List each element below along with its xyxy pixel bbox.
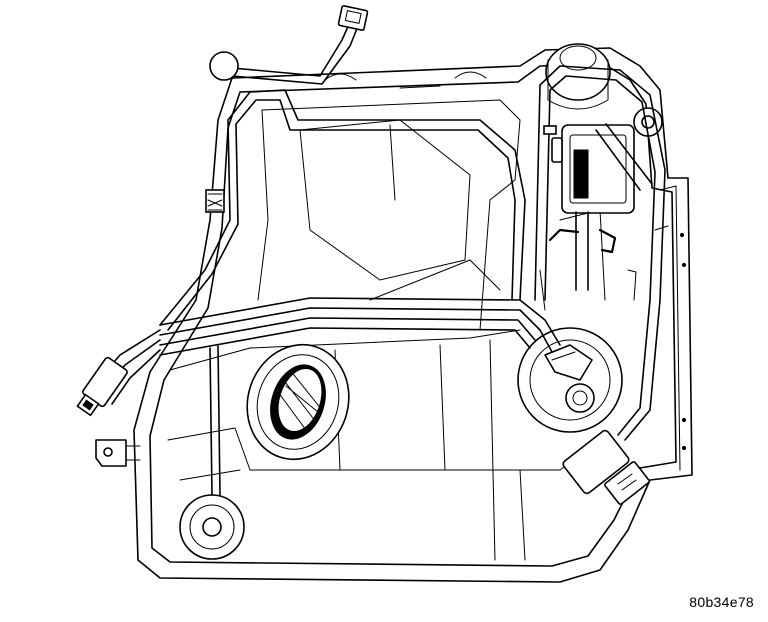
label-plate xyxy=(205,189,225,213)
drain-grommet xyxy=(179,494,245,560)
pump-connector xyxy=(562,429,650,505)
evap-canister xyxy=(548,107,663,291)
filler-opening xyxy=(246,343,350,461)
hose-clips xyxy=(543,125,669,301)
hose-harness-routing xyxy=(159,21,666,496)
left-connectors xyxy=(76,329,161,467)
figure-code: 80b34e78 xyxy=(689,594,754,610)
fuel-pump-module xyxy=(517,327,623,433)
top-connector xyxy=(337,5,369,31)
tank-top-bumps xyxy=(324,71,487,89)
